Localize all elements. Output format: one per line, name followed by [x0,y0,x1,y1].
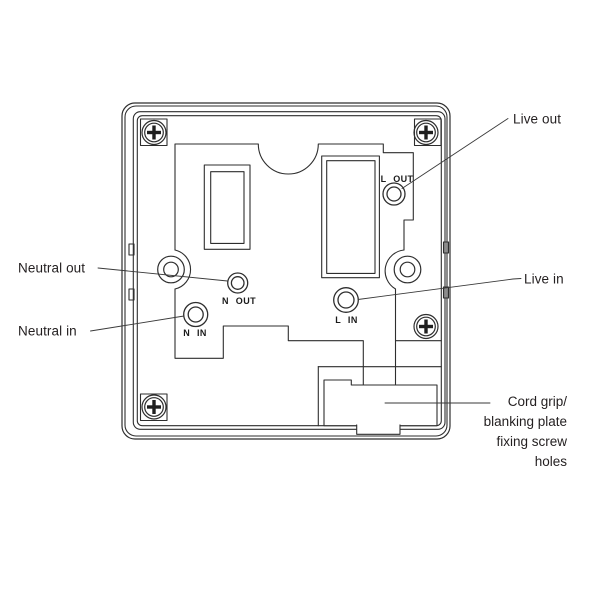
callout-cord-grip-line1: Cord grip/ [507,394,567,409]
screw-middle-right-icon [413,313,439,340]
live-in-leader [357,278,522,300]
callout-cord-grip: Cord grip/ blanking plate fixing screw h… [484,392,567,472]
right-fixing-arch [384,249,405,290]
terminal-live-out [382,182,406,206]
cord-grip-plate [323,379,438,435]
terminal-label-neutral-out: N OUT [222,296,256,306]
callout-neutral-out: Neutral out [18,260,86,276]
terminal-label-live-out: L OUT [380,173,414,184]
terminal-neutral-in [183,301,209,328]
terminal-label-live-in: L IN [335,315,358,325]
neutral-in-leader [90,315,185,332]
callout-live-out: Live out [513,111,562,127]
callout-cord-grip-line2: blanking plate [483,414,567,429]
screw-corner-boxes [139,118,442,422]
inner-cutout-outline [174,143,442,386]
left-fixing-arch [174,249,192,290]
terminal-neutral-out [227,272,249,294]
left-fixing-hole [157,255,185,284]
cord-grip-bottom-tab [356,424,401,435]
callout-live-in: Live in [524,271,564,287]
neutral-out-leader [97,267,228,282]
callout-lines [90,118,522,404]
screw-top-right-icon [413,119,439,146]
right-switch-aperture [321,155,380,279]
side-clips [128,241,450,301]
callout-cord-grip-line3: fixing screw [496,434,567,449]
screw-top-left-icon [141,119,167,146]
inner-panel-outline [132,111,446,430]
live-out-leader [401,118,509,189]
left-switch-aperture [203,164,251,250]
cord-grip-recess [317,366,442,427]
terminal-label-neutral-in: N IN [183,327,207,338]
terminal-live-in [333,287,359,313]
callout-cord-grip-line4: holes [534,454,567,469]
screw-bottom-left-icon [141,394,167,420]
right-fixing-hole [393,255,422,284]
callout-neutral-in: Neutral in [18,323,77,339]
